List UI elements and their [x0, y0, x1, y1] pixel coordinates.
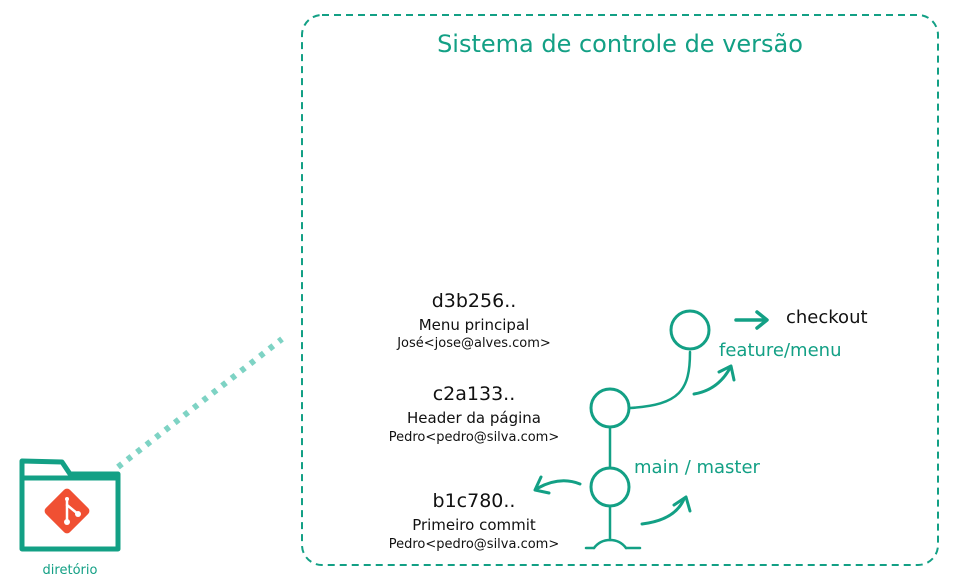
commit-message: Menu principal — [418, 316, 530, 334]
branch-label-main[interactable]: main / master — [634, 457, 760, 478]
commit-author: Pedro<pedro@silva.com> — [388, 430, 560, 445]
commit-node-b1c780[interactable] — [589, 466, 631, 508]
commit-node-c2a133[interactable] — [589, 387, 631, 429]
commit-message: Header da página — [407, 409, 541, 427]
diagram-title: Sistema de controle de versão — [437, 30, 803, 58]
arrow-right-icon — [734, 310, 769, 330]
git-folder-icon[interactable] — [19, 458, 121, 552]
commit-graph — [584, 350, 692, 550]
commit-hash: d3b256.. — [431, 290, 517, 312]
commit-message: Primeiro commit — [412, 516, 536, 534]
curved-arrow-icon — [692, 364, 736, 396]
folder-label: diretório — [42, 563, 98, 578]
curved-arrow-icon — [640, 495, 692, 526]
commit-hash: c2a133.. — [432, 383, 516, 405]
commit-author: José<jose@alves.com> — [397, 336, 551, 351]
vcs-container — [301, 14, 939, 566]
curved-arrow-icon — [533, 475, 582, 495]
checkout-label: checkout — [786, 307, 868, 328]
dotted-connector — [116, 336, 284, 470]
commit-hash: b1c780.. — [432, 490, 516, 512]
commit-node-d3b256[interactable] — [669, 309, 711, 351]
commit-author: Pedro<pedro@silva.com> — [388, 537, 560, 552]
branch-label-feature[interactable]: feature/menu — [719, 340, 842, 361]
